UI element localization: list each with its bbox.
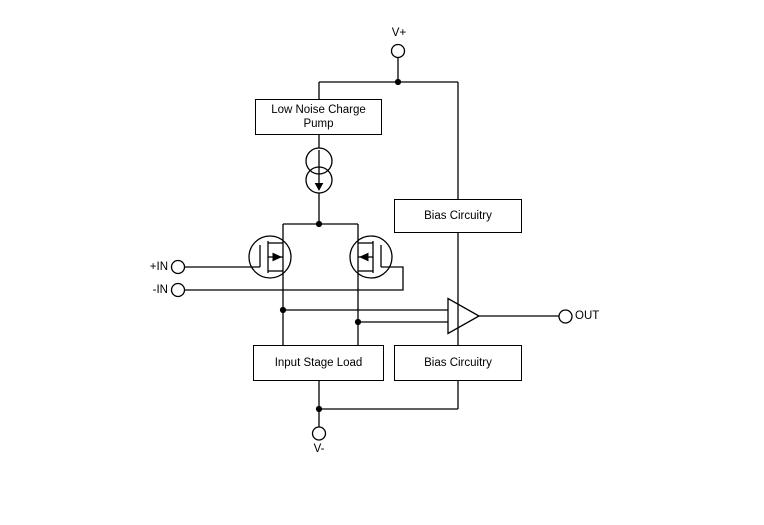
top-supply-rail-wire (318, 81, 459, 199)
input-gate-wires (184, 266, 404, 291)
vplus-terminal-label: V+ (391, 27, 407, 39)
mosfet-left-icon (248, 235, 292, 279)
out-terminal-label: OUT (575, 310, 600, 322)
bias-circuitry-bottom-block: Bias Circuitry (394, 345, 522, 381)
vminus-terminal-label: V- (313, 443, 325, 455)
inminus-terminal-label: -IN (152, 284, 168, 296)
junction-dots (279, 78, 402, 413)
bottom-rail-wire (318, 381, 458, 427)
charge-pump-label: Low Noise Charge Pump (271, 104, 366, 130)
mosfet-right-icon (349, 235, 393, 279)
current-source-icon (305, 147, 333, 194)
amplifier-triangle-icon (447, 297, 481, 335)
inminus-terminal-icon (170, 282, 186, 298)
bias-circuitry-bottom-label: Bias Circuitry (424, 357, 492, 369)
input-stage-load-block: Input Stage Load (253, 345, 384, 381)
charge-pump-block: Low Noise Charge Pump (255, 99, 382, 135)
bias-circuitry-top-block: Bias Circuitry (394, 199, 522, 233)
inplus-terminal-icon (170, 259, 186, 275)
drain-wires (282, 271, 448, 345)
vminus-terminal-icon (311, 426, 327, 441)
out-terminal-icon (558, 309, 573, 324)
tail-current-wire (282, 193, 359, 243)
bias-circuitry-top-label: Bias Circuitry (424, 210, 492, 222)
inplus-terminal-label: +IN (149, 261, 168, 273)
input-stage-load-label: Input Stage Load (274, 357, 363, 369)
vplus-terminal-icon (390, 43, 406, 82)
